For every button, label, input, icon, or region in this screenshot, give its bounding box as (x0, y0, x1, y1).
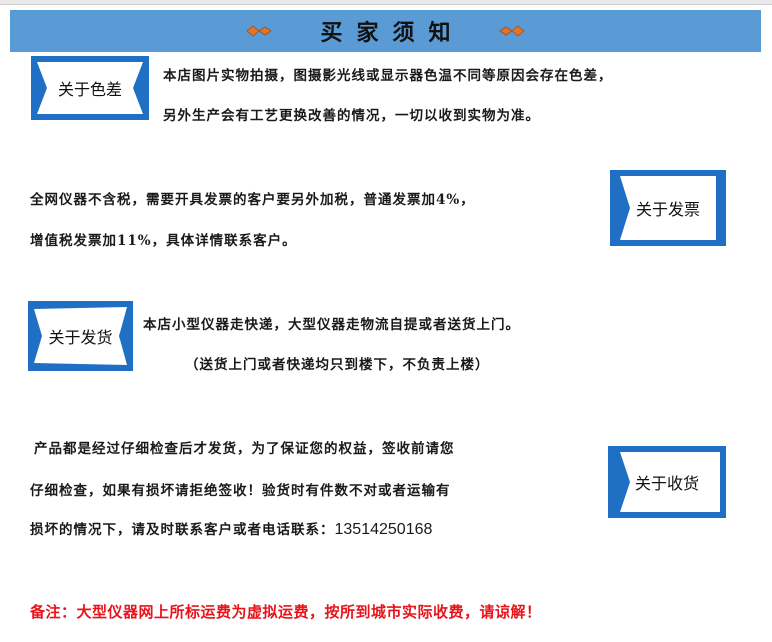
invoice-text-line-2: 增值税发票加11%，具体详情联系客户。 (30, 233, 297, 249)
receiving-text-line-1: 产品都是经过仔细检查后才发货，为了保证您的权益，签收前请您 (34, 441, 455, 457)
badge-frame-icon (610, 170, 726, 246)
invoice-text-line-1: 全网仪器不含税，需要开具发票的客户要另外加税，普通发票加4%， (30, 192, 475, 208)
ornament-left-icon (246, 25, 273, 37)
badge-invoice: 关于发票 (610, 170, 726, 246)
receiving-text-line-3: 损坏的情况下，请及时联系客户或者电话联系：13514250168 (30, 518, 432, 539)
badge-frame-icon (608, 446, 726, 518)
badge-color-difference: 关于色差 (31, 56, 149, 120)
phone-number: 13514250168 (334, 521, 433, 538)
badge-shipping: 关于发货 (28, 301, 133, 371)
shipping-text-line-1: 本店小型仪器走快递，大型仪器走物流自提或者送货上门。 (143, 317, 520, 333)
color-text-line-1: 本店图片实物拍摄，图摄影光线或显示器色温不同等原因会存在色差， (163, 68, 613, 84)
page-title: 买家须知 (320, 20, 465, 46)
shipping-text-line-2: （送货上门或者快递均只到楼下，不负责上楼） (185, 357, 490, 373)
badge-receiving: 关于收货 (608, 446, 726, 518)
badge-label: 关于色差 (57, 80, 122, 99)
footer-note: 备注：大型仪器网上所标运费为虚拟运费，按所到城市实际收费，请谅解！ (30, 603, 542, 621)
badge-frame-icon (31, 56, 149, 120)
color-text-line-2: 另外生产会有工艺更换改善的情况，一切以收到实物为准。 (163, 108, 540, 124)
badge-label: 关于发票 (635, 200, 700, 219)
badge-label: 关于收货 (634, 474, 699, 493)
receiving-text-line-3-body: 损坏的情况下，请及时联系客户或者电话联系： (30, 522, 335, 538)
receiving-text-line-2: 仔细检查，如果有损坏请拒绝签收！验货时有件数不对或者运输有 (30, 483, 451, 499)
ornament-right-icon (498, 25, 525, 37)
window-top-edge (0, 0, 772, 5)
badge-frame-icon (28, 301, 133, 371)
header-banner: 买家须知 (10, 10, 761, 52)
badge-label: 关于发货 (48, 328, 113, 347)
